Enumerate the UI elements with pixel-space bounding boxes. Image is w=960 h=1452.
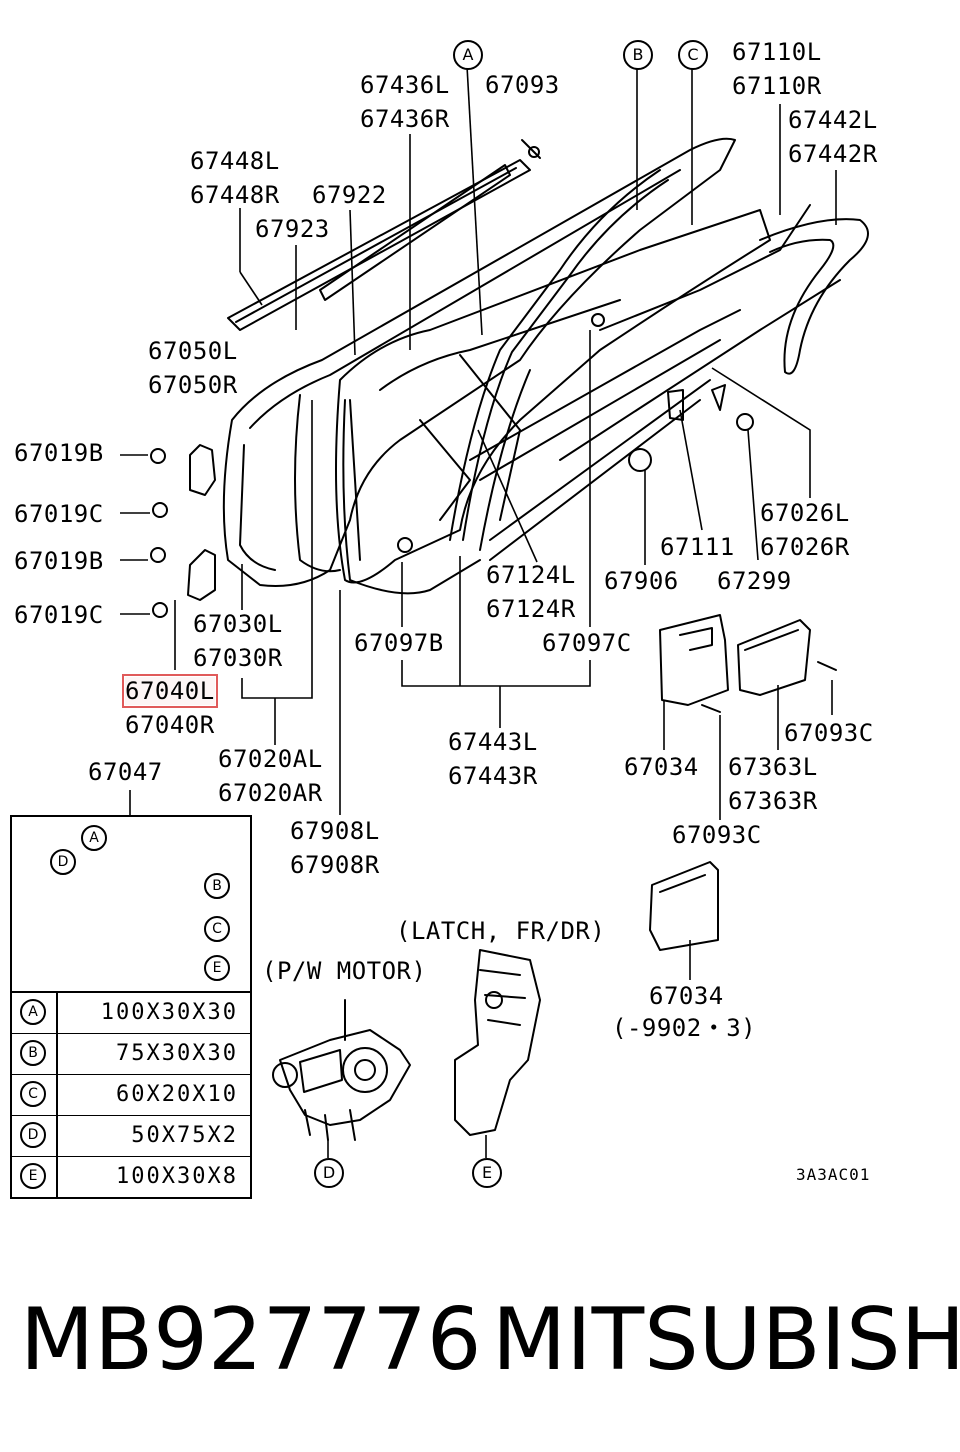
label-67124L: 67124L <box>486 561 576 589</box>
legend-row: E 100X30X8 <box>12 1156 250 1197</box>
label-67034-alt: 67034 <box>649 982 724 1010</box>
legend-row: D 50X75X2 <box>12 1115 250 1156</box>
legend-key-A: A <box>20 999 46 1025</box>
label-67030L: 67030L <box>193 610 283 638</box>
door-hinge-upper <box>189 444 216 496</box>
label-67124R: 67124R <box>486 595 576 623</box>
belt-moulding-67448 <box>227 159 531 331</box>
legend-callout-E: E <box>204 955 230 981</box>
label-67093: 67093 <box>485 71 560 99</box>
label-67906: 67906 <box>604 567 679 595</box>
label-67026L: 67026L <box>760 499 850 527</box>
label-67442L: 67442L <box>788 106 878 134</box>
window-motor <box>279 1029 411 1126</box>
label-67020AL: 67020AL <box>218 745 323 773</box>
label-67050R: 67050R <box>148 371 238 399</box>
label-67110L: 67110L <box>732 38 822 66</box>
label-67026R: 67026R <box>760 533 850 561</box>
label-67040R: 67040R <box>125 711 215 739</box>
cover-67034 <box>659 614 729 706</box>
legend-key-E: E <box>20 1163 46 1189</box>
legend-size-value: 100X30X8 <box>116 1164 238 1189</box>
legend-key-D: D <box>20 1122 46 1148</box>
label-67908R: 67908R <box>290 851 380 879</box>
label-67436L: 67436L <box>360 71 450 99</box>
callout-B: B <box>623 40 653 70</box>
legend-key-C: C <box>20 1081 46 1107</box>
label-67019C-lower: 67019C <box>14 601 104 629</box>
label-67097C: 67097C <box>542 629 632 657</box>
label-67030R: 67030R <box>193 644 283 672</box>
legend-callout-C: C <box>204 916 230 942</box>
label-67443L: 67443L <box>448 728 538 756</box>
label-67363R: 67363R <box>728 787 818 815</box>
legend-key-B: B <box>20 1040 46 1066</box>
legend-callout-A: A <box>81 825 107 851</box>
label-67448R: 67448R <box>190 181 280 209</box>
weatherstrip-67908 <box>342 399 481 595</box>
callout-D: D <box>314 1158 344 1188</box>
label-67299: 67299 <box>717 567 792 595</box>
label-67093C-right: 67093C <box>784 719 874 747</box>
callout-E: E <box>472 1158 502 1188</box>
legend-row: C 60X20X10 <box>12 1074 250 1115</box>
brand-name: MITSUBISHI <box>492 1290 960 1390</box>
label-pw-motor: (P/W MOTOR) <box>262 957 427 985</box>
cover-67363 <box>737 619 811 696</box>
label-67111: 67111 <box>660 533 735 561</box>
footer: MB927776 MITSUBISHI <box>20 1290 960 1390</box>
door-latch <box>454 949 541 1136</box>
door-inner-panel <box>335 209 771 584</box>
legend-callout-D: D <box>50 849 76 875</box>
label-67442R: 67442R <box>788 140 878 168</box>
legend-mini-diagram: A D B C E <box>12 817 250 993</box>
label-67110R: 67110R <box>732 72 822 100</box>
label-67922: 67922 <box>312 181 387 209</box>
label-67047: 67047 <box>88 758 163 786</box>
legend-size-value: 75X30X30 <box>116 1041 238 1066</box>
part-number: MB927776 <box>20 1290 482 1390</box>
door-outer-panel <box>222 137 736 587</box>
legend-key-cell: B <box>12 1034 58 1074</box>
callout-C: C <box>678 40 708 70</box>
glass-run-channel <box>449 169 661 541</box>
legend-size-value: 50X75X2 <box>131 1123 238 1148</box>
legend-row: A 100X30X30 <box>12 993 250 1033</box>
legend-size-value: 60X20X10 <box>116 1082 238 1107</box>
callout-A: A <box>453 40 483 70</box>
legend-size-value: 100X30X30 <box>100 1000 238 1025</box>
diagram-code: 3A3AC01 <box>796 1165 871 1184</box>
legend-callout-B: B <box>204 873 230 899</box>
legend-key-cell: D <box>12 1116 58 1156</box>
label-67034-note: (-9902・3) <box>612 1014 757 1042</box>
label-67034: 67034 <box>624 753 699 781</box>
label-67019B-lower: 67019B <box>14 547 104 575</box>
label-67097B: 67097B <box>354 629 444 657</box>
label-67363L: 67363L <box>728 753 818 781</box>
legend-key-cell: C <box>12 1075 58 1115</box>
label-67923: 67923 <box>255 215 330 243</box>
weatherstrip-67442 <box>759 218 869 375</box>
legend-row: B 75X30X30 <box>12 1033 250 1074</box>
label-67050L: 67050L <box>148 337 238 365</box>
label-67040L-highlighted[interactable]: 67040L <box>122 674 218 708</box>
cover-67034-alt <box>649 861 719 951</box>
legend-key-cell: E <box>12 1157 58 1197</box>
legend-key-cell: A <box>12 993 58 1033</box>
label-67019C-upper: 67019C <box>14 500 104 528</box>
label-67443R: 67443R <box>448 762 538 790</box>
door-hinge-lower <box>187 549 216 601</box>
label-67908L: 67908L <box>290 817 380 845</box>
label-67019B-upper: 67019B <box>14 439 104 467</box>
label-latch: (LATCH, FR/DR) <box>396 917 606 945</box>
label-67436R: 67436R <box>360 105 450 133</box>
label-67448L: 67448L <box>190 147 280 175</box>
label-67020AR: 67020AR <box>218 779 323 807</box>
label-67093C-lower: 67093C <box>672 821 762 849</box>
